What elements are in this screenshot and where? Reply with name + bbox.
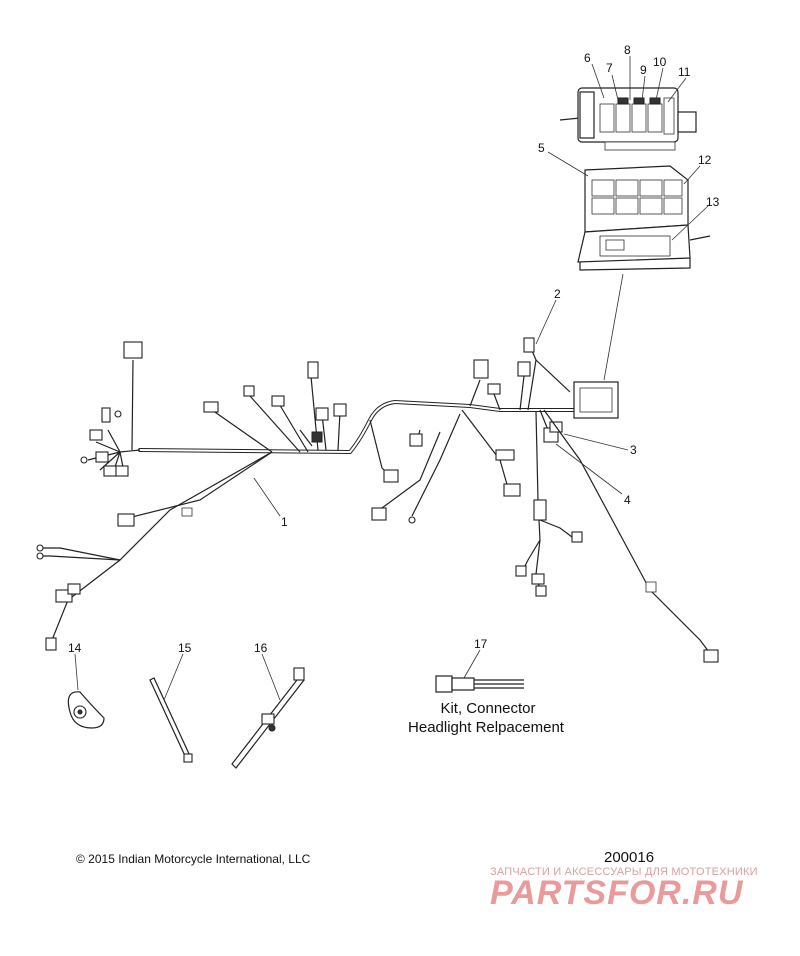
figure-number: 200016	[604, 849, 655, 866]
kit-label-line2: Headlight Relpacement	[408, 719, 565, 736]
cable-tie-mount-part	[231, 653, 305, 769]
callout-leaders-top-box	[591, 56, 687, 103]
callout-12: 12	[698, 153, 712, 167]
callout-16: 16	[254, 641, 268, 655]
callout-11: 11	[678, 65, 691, 79]
watermark-tagline: ЗАПЧАСТИ И АКСЕССУАРЫ ДЛЯ МОТОТЕХНИКИ	[490, 866, 758, 878]
callout-13: 13	[706, 195, 720, 209]
leader-3	[563, 433, 629, 451]
callout-4: 4	[624, 493, 631, 507]
watermark-logo: PARTSFOR.RU	[490, 874, 744, 912]
leader-13	[671, 205, 709, 241]
callout-14: 14	[68, 641, 82, 655]
main-wiring-harness	[36, 337, 719, 663]
callout-3: 3	[630, 443, 637, 457]
headlight-connector-kit	[435, 649, 524, 693]
callout-7: 7	[606, 61, 613, 75]
leader-12	[683, 165, 701, 185]
leader-2	[535, 299, 557, 345]
callout-9: 9	[640, 63, 647, 77]
kit-label-line1: Kit, Connector	[440, 700, 535, 717]
callout-10: 10	[653, 55, 667, 69]
copyright-notice: © 2015 Indian Motorcycle International, …	[76, 852, 311, 866]
clip-part	[67, 653, 105, 729]
leader-fusebox-link	[603, 273, 624, 381]
callout-6: 6	[584, 51, 591, 65]
callout-17: 17	[474, 637, 488, 651]
callout-2: 2	[554, 287, 561, 301]
callout-1: 1	[281, 515, 288, 529]
fuse-box-perspective-view	[577, 165, 711, 271]
cable-tie-part	[149, 653, 193, 763]
leader-4	[555, 443, 623, 495]
leader-5	[547, 151, 589, 177]
fuse-box-top-view	[559, 87, 697, 151]
leader-1	[253, 477, 281, 517]
callout-15: 15	[178, 641, 192, 655]
callout-8: 8	[624, 43, 631, 57]
callout-5: 5	[538, 141, 545, 155]
